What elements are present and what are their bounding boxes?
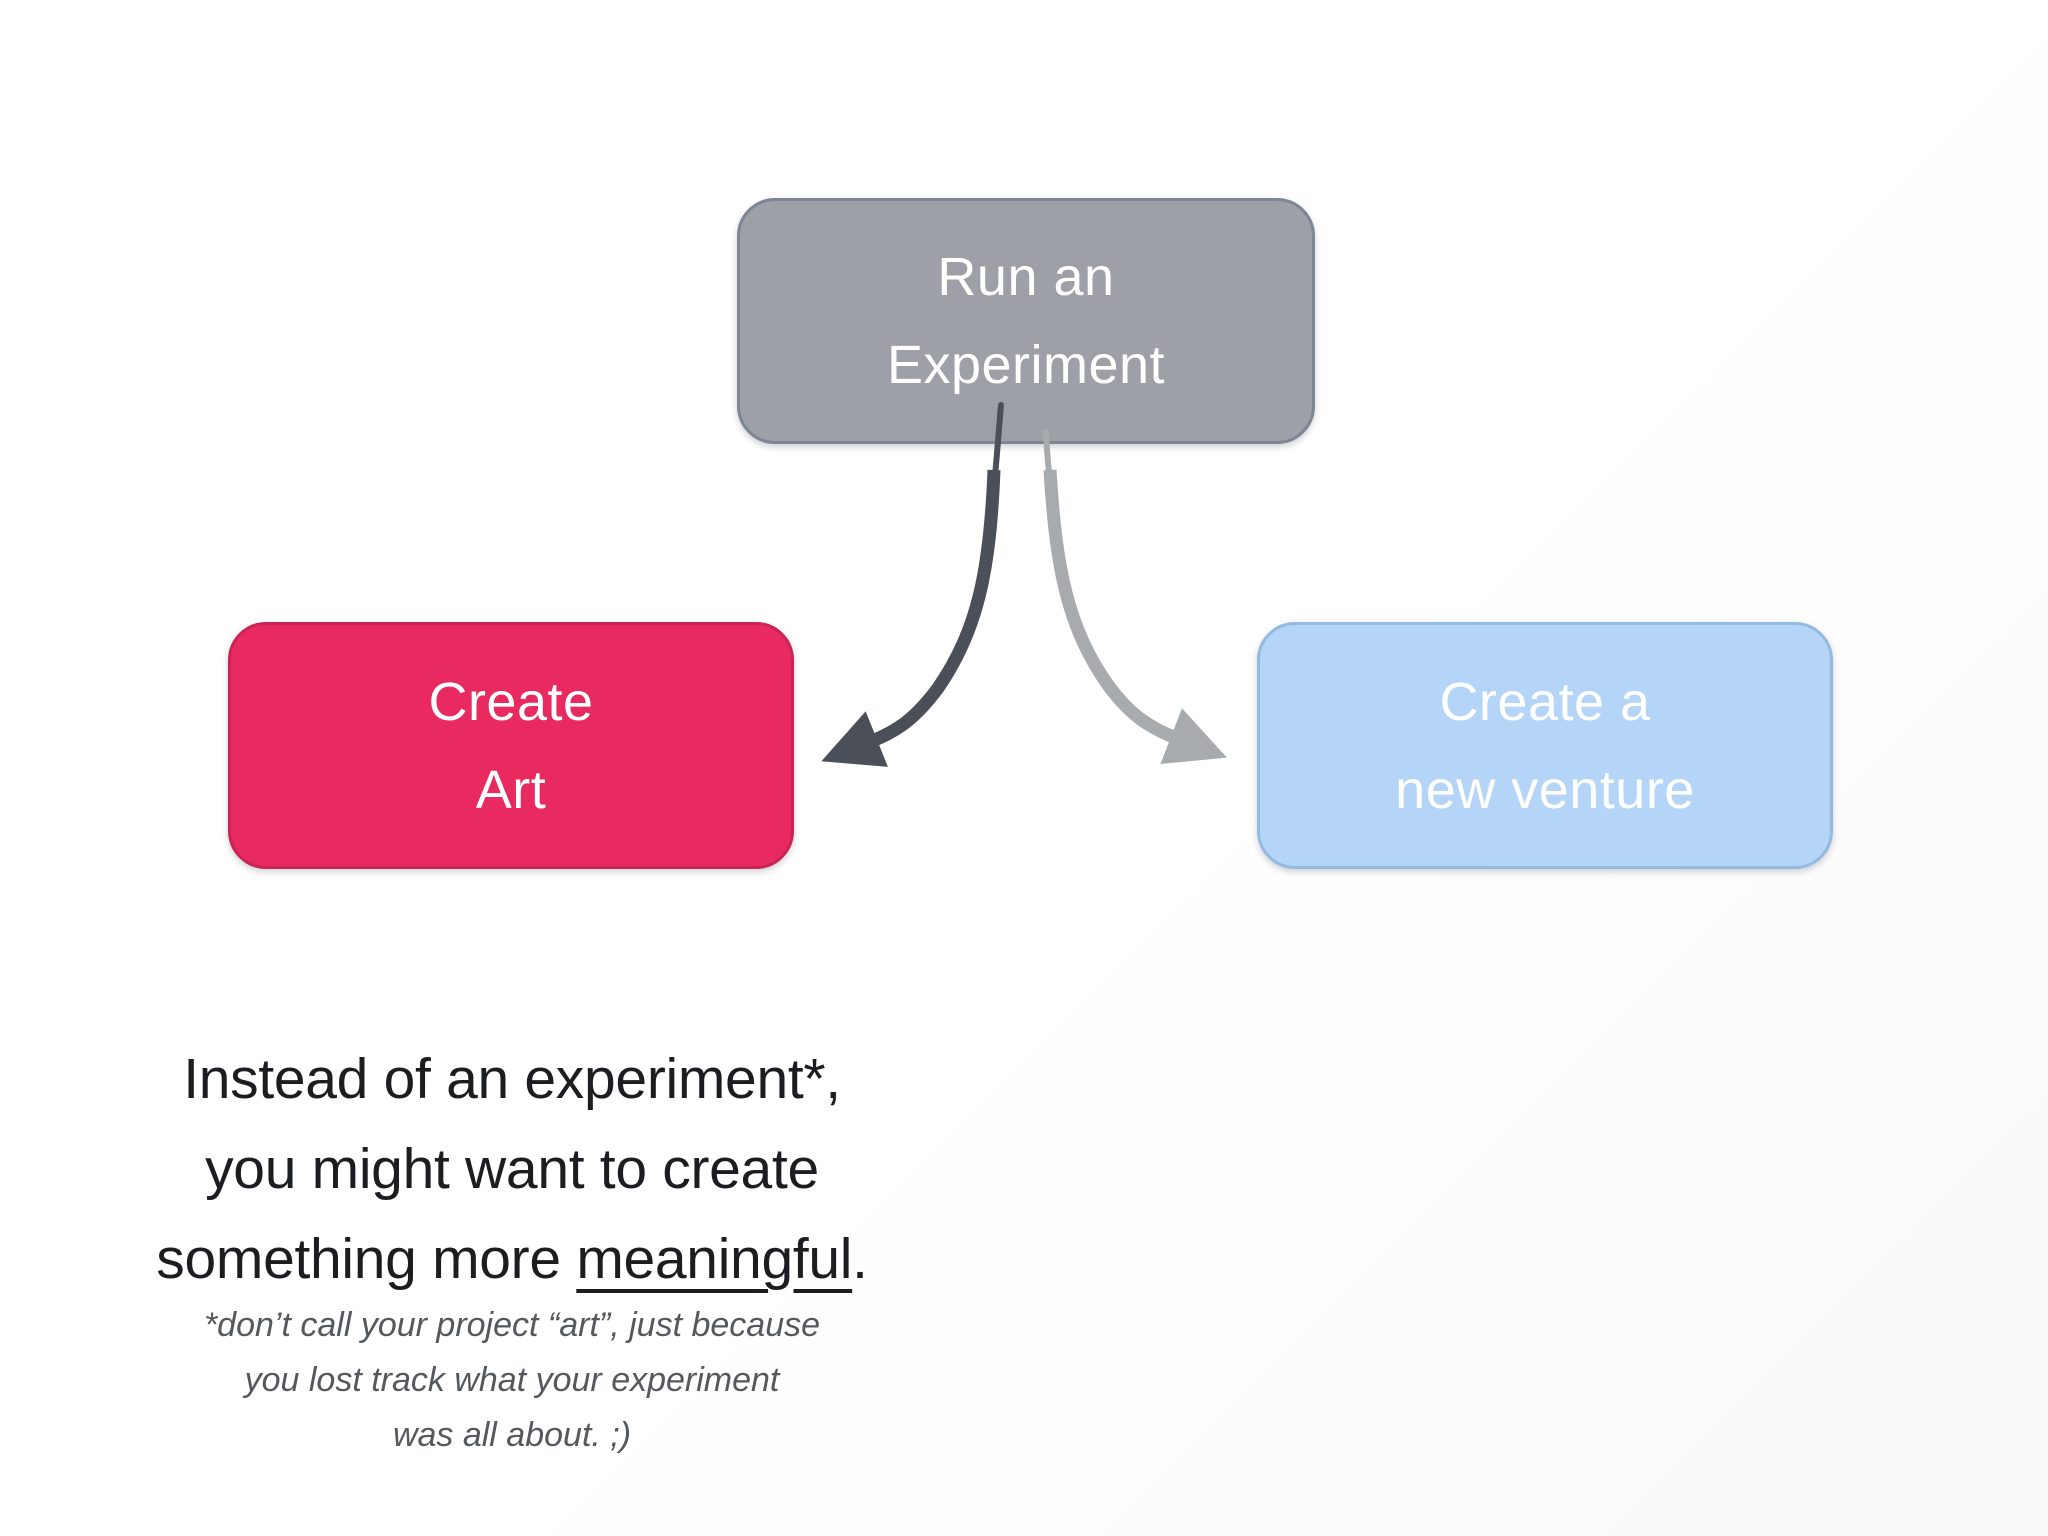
node-create-new-venture: Create a new venture	[1257, 622, 1833, 869]
caption-prefix: Instead of an experiment*, you might wan…	[156, 1047, 841, 1291]
arrow-to-new-venture	[1043, 469, 1227, 765]
footnote-text: *don’t call your project “art”, just bec…	[203, 1306, 821, 1454]
arrow-to-create-art	[821, 469, 1001, 767]
node-create-new-venture-label: Create a new venture	[1395, 671, 1695, 820]
node-run-experiment: Run an Experiment	[737, 198, 1315, 444]
caption-suffix: .	[852, 1227, 868, 1291]
node-run-experiment-label: Run an Experiment	[886, 247, 1166, 395]
caption-text: Instead of an experiment*, you might wan…	[62, 944, 962, 1304]
caption-underlined-word: meaningful	[576, 1227, 853, 1291]
node-create-art-label: Create Art	[428, 671, 594, 820]
node-create-art: Create Art	[228, 622, 794, 869]
